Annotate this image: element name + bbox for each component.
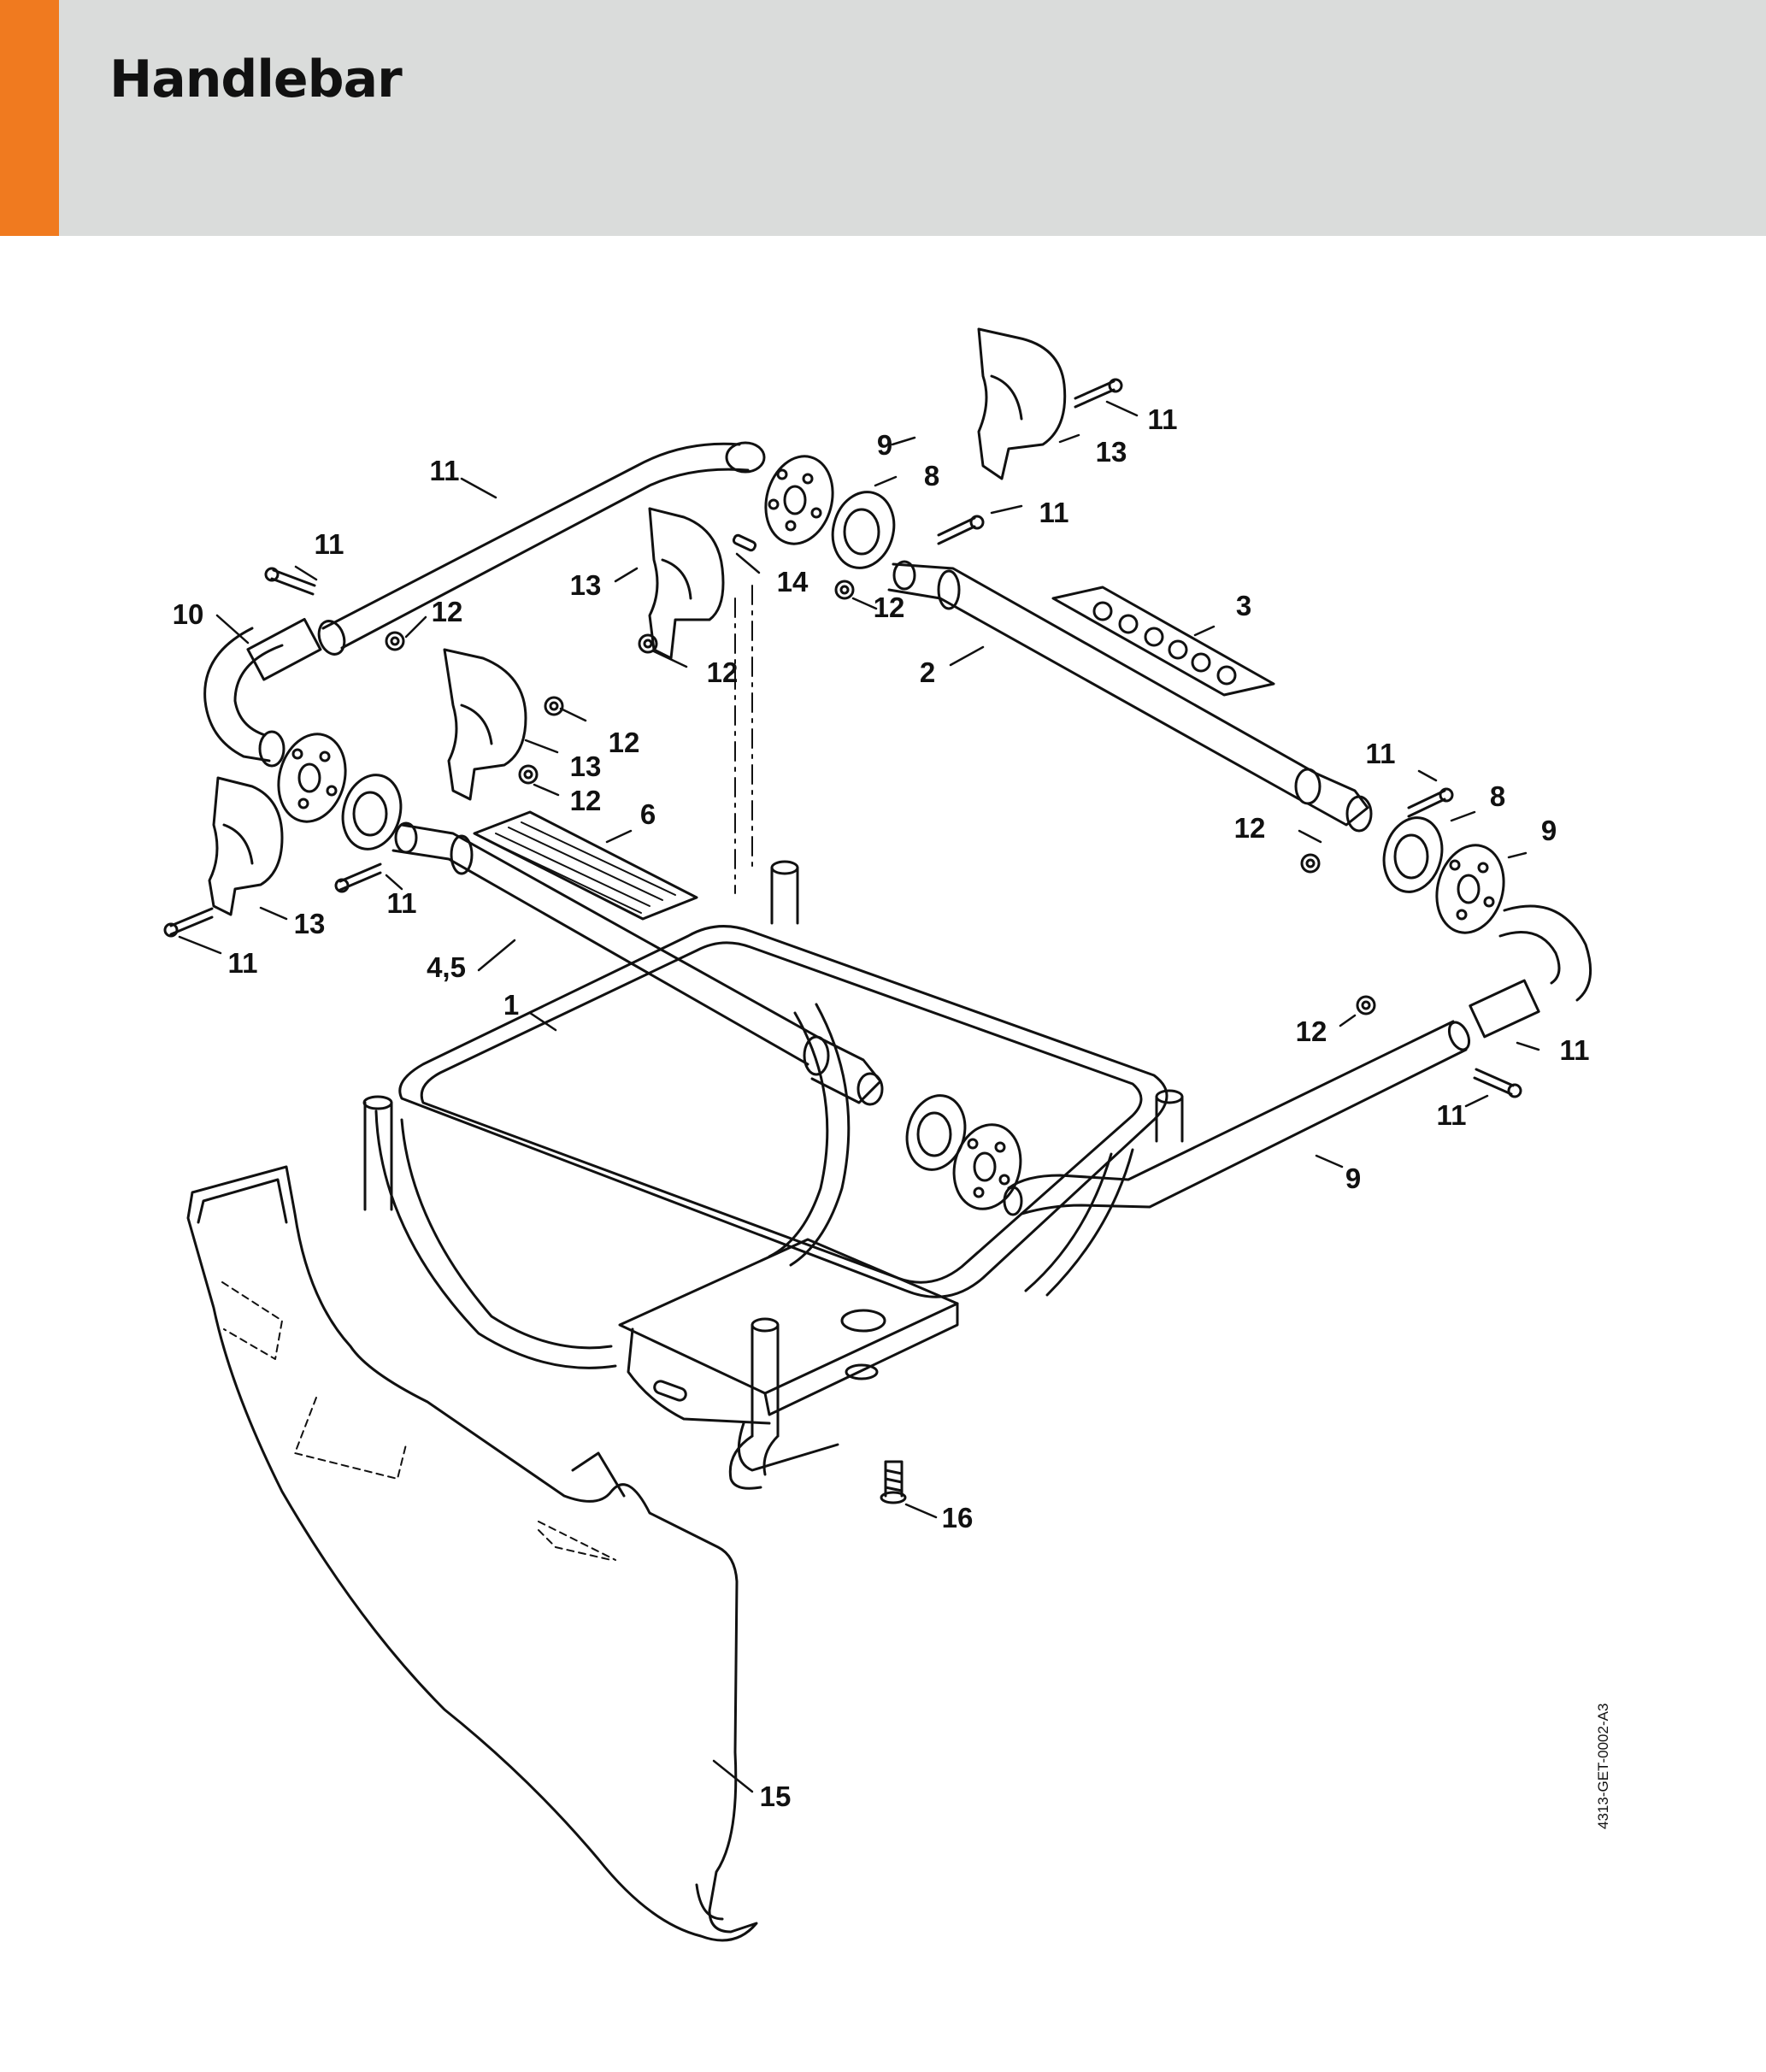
page-title: Handlebar — [109, 50, 403, 109]
bearing-part-7-right — [1382, 816, 1444, 893]
leader-lines — [178, 400, 1540, 1793]
callout-12-upper: 12 — [874, 592, 905, 623]
callout-3: 3 — [1236, 590, 1251, 621]
callout-9-upper: 11 — [430, 455, 460, 486]
elbow-part-10-left — [203, 618, 322, 768]
bolt-part-16 — [880, 1460, 907, 1504]
callout-10-left: 10 — [173, 598, 204, 630]
callout-12-right: 12 — [1234, 812, 1266, 844]
callout-15: 15 — [760, 1781, 792, 1812]
callout-11-upper-left: 11 — [315, 528, 344, 560]
callout-12-center: 12 — [707, 656, 739, 688]
header-accent-stripe — [0, 0, 59, 236]
bearing-part-7-upper — [831, 491, 896, 569]
callout-13-top: 13 — [1096, 436, 1127, 468]
callout-4-5: 4,5 — [427, 951, 466, 983]
handle-tube-part-9-lower — [1003, 1020, 1471, 1216]
callout-11-upper: 11 — [1039, 497, 1069, 528]
tube-part-2 — [887, 560, 1373, 833]
nut-part-12-g — [1356, 995, 1376, 1015]
screw-part-11-g — [1473, 1068, 1522, 1098]
bearing-part-7-left — [341, 774, 403, 851]
clamp-part-13-top — [977, 327, 1067, 480]
callout-7-upper: 8 — [924, 460, 939, 492]
callout-11-right: 11 — [1366, 738, 1396, 769]
elbow-part-10-right — [1469, 904, 1592, 1039]
drawing-id-text: 4313-GET-0002-A3 — [1595, 1703, 1611, 1829]
callout-12-lower: 12 — [1296, 1015, 1327, 1047]
nut-part-12-a — [385, 631, 405, 651]
callout-13-center: 13 — [570, 569, 602, 601]
nut-part-12-c — [638, 633, 658, 654]
screw-part-11-e — [163, 907, 214, 938]
screw-part-11-d — [334, 862, 382, 893]
callout-10-right: 11 — [1560, 1034, 1590, 1066]
warning-label-part-3 — [1051, 586, 1275, 697]
screw-part-11-a — [1074, 378, 1123, 409]
nut-part-12-f — [1300, 853, 1321, 874]
callout-14: 14 — [777, 566, 809, 597]
callout-12-middle-a: 12 — [609, 727, 640, 758]
disc-part-8-upper — [764, 455, 834, 545]
nut-part-12-d — [544, 696, 564, 716]
callout-7-right: 8 — [1490, 780, 1505, 812]
grip-label-part-6 — [473, 810, 698, 921]
callout-11-top: 11 — [1148, 403, 1178, 435]
callout-12-left: 12 — [432, 596, 463, 627]
clamp-part-13-middle — [443, 648, 527, 801]
disc-part-8-right — [1435, 844, 1505, 934]
nut-part-12-b — [834, 580, 855, 600]
screw-part-11-b — [937, 515, 985, 545]
disc-part-8-left — [277, 733, 347, 823]
grass-bag-hidden-lines — [221, 1281, 616, 1561]
screw-part-11-f — [1407, 787, 1454, 818]
screw-part-11-c — [264, 567, 316, 596]
callout-13-middle: 13 — [570, 751, 602, 782]
callout-11-lower: 11 — [1437, 1099, 1467, 1131]
callout-6: 6 — [640, 798, 656, 830]
grass-bag-part-15 — [186, 1165, 758, 1942]
clamp-part-13-center — [648, 507, 725, 660]
tube-part-4-5 — [391, 821, 884, 1106]
disc-part-8-lower — [952, 1123, 1022, 1210]
callout-11-left: 11 — [228, 947, 258, 979]
callout-9-lower: 9 — [1345, 1163, 1361, 1194]
handle-tube-part-9-upper — [317, 441, 766, 656]
callout-1: 1 — [503, 989, 519, 1021]
pin-part-14 — [732, 533, 757, 552]
header-bar — [0, 0, 1766, 236]
clamp-part-13-left — [208, 776, 284, 916]
callout-12-middle-b: 12 — [570, 785, 602, 816]
base-frame-part-1 — [362, 860, 1184, 1490]
callout-8-upper: 9 — [877, 429, 892, 461]
bearing-part-7-lower — [905, 1094, 967, 1171]
callout-16: 16 — [942, 1502, 974, 1533]
nut-part-12-e — [518, 764, 539, 785]
callout-13-left: 13 — [294, 908, 326, 939]
callout-11-middle: 11 — [387, 887, 417, 919]
callout-8-right: 9 — [1541, 815, 1557, 846]
callout-2: 2 — [920, 656, 935, 688]
exploded-parts-diagram: 11 9 8 11 13 11 11 10 13 14 12 12 12 2 3… — [0, 236, 1766, 2072]
